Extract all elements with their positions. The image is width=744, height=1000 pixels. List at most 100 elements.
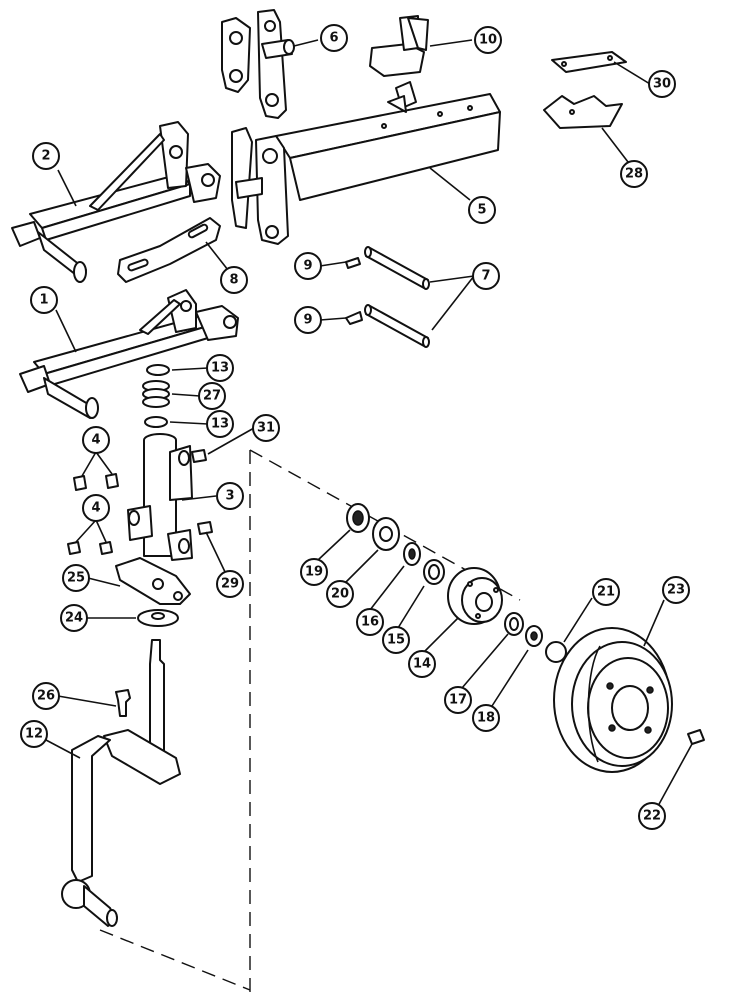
callout-c4b: 4 xyxy=(82,494,110,522)
callout-label: 28 xyxy=(625,167,643,182)
seal-19 xyxy=(346,503,370,533)
washer-13-top xyxy=(146,364,170,376)
hub-14 xyxy=(447,567,503,625)
callout-circle xyxy=(82,426,110,454)
callout-label: 8 xyxy=(229,273,238,288)
callout-label: 23 xyxy=(667,583,685,598)
callout-label: 3 xyxy=(225,489,234,504)
callout-circle xyxy=(82,494,110,522)
callout-c26: 26 xyxy=(32,682,60,710)
callout-circle xyxy=(472,704,500,732)
callout-circle xyxy=(356,608,384,636)
callout-label: 22 xyxy=(643,809,661,824)
callout-label: 5 xyxy=(477,203,486,218)
bracket-10 xyxy=(369,15,429,77)
callout-c22: 22 xyxy=(638,802,666,830)
plate-30 xyxy=(551,51,627,73)
spacer-20 xyxy=(372,517,400,551)
callout-label: 31 xyxy=(257,421,275,436)
callout-label: 10 xyxy=(479,33,497,48)
plate-bracket-28 xyxy=(543,95,623,129)
callout-c13b: 13 xyxy=(206,410,234,438)
callout-c14: 14 xyxy=(408,650,436,678)
callout-circle xyxy=(638,802,666,830)
callout-circle xyxy=(220,266,248,294)
callout-circle xyxy=(206,410,234,438)
callout-c24: 24 xyxy=(60,604,88,632)
callout-c8: 8 xyxy=(220,266,248,294)
bolt-26 xyxy=(115,689,131,717)
callout-circle xyxy=(198,382,226,410)
callout-circle xyxy=(32,682,60,710)
callout-circle xyxy=(30,286,58,314)
callout-circle xyxy=(32,142,60,170)
callout-circle xyxy=(326,580,354,608)
callout-circle xyxy=(408,650,436,678)
callout-circle xyxy=(20,720,48,748)
dust-cap-21 xyxy=(545,641,567,663)
kingpin-tube-3 xyxy=(127,433,193,561)
callout-label: 2 xyxy=(41,149,50,164)
callout-circle xyxy=(294,306,322,334)
pin-7a xyxy=(364,246,430,290)
bearing-cone-16 xyxy=(403,542,421,566)
grease-fitting-4b xyxy=(67,541,113,555)
callout-circle xyxy=(206,354,234,382)
callout-label: 9 xyxy=(303,313,312,328)
callout-circle xyxy=(300,558,328,586)
callout-c21: 21 xyxy=(592,578,620,606)
callout-circle xyxy=(472,262,500,290)
callout-circle xyxy=(60,604,88,632)
callout-c9a: 9 xyxy=(294,252,322,280)
callout-c19: 19 xyxy=(300,558,328,586)
link-plates-6 xyxy=(221,9,295,119)
leader-lines xyxy=(45,39,693,807)
grease-fitting-31 xyxy=(191,449,207,463)
callout-c16: 16 xyxy=(356,608,384,636)
callout-c20: 20 xyxy=(326,580,354,608)
callout-c5: 5 xyxy=(468,196,496,224)
callout-circle xyxy=(320,24,348,52)
callout-label: 17 xyxy=(449,693,467,708)
callout-circle xyxy=(648,70,676,98)
steering-plate-25 xyxy=(115,557,191,605)
callout-c13a: 13 xyxy=(206,354,234,382)
wheel-rim-23 xyxy=(553,627,673,773)
spring-27 xyxy=(142,380,170,408)
callout-label: 13 xyxy=(211,417,229,432)
callout-c29: 29 xyxy=(216,570,244,598)
callout-c25: 25 xyxy=(62,564,90,592)
callout-label: 12 xyxy=(25,727,43,742)
callout-c7: 7 xyxy=(472,262,500,290)
callout-c27: 27 xyxy=(198,382,226,410)
main-beam-5 xyxy=(231,81,501,245)
callout-c9b: 9 xyxy=(294,306,322,334)
callout-circle xyxy=(252,414,280,442)
callout-label: 16 xyxy=(361,615,379,630)
spindle-12 xyxy=(61,639,181,927)
collar-24 xyxy=(137,609,179,627)
callout-label: 4 xyxy=(91,501,100,516)
callout-label: 19 xyxy=(305,565,323,580)
callout-label: 30 xyxy=(653,77,671,92)
slotted-strap-8 xyxy=(117,217,221,283)
callout-circle xyxy=(444,686,472,714)
callout-circle xyxy=(216,570,244,598)
callout-c30: 30 xyxy=(648,70,676,98)
callout-circle xyxy=(468,196,496,224)
callout-c15: 15 xyxy=(382,626,410,654)
callout-c10: 10 xyxy=(474,26,502,54)
washer-13-bottom xyxy=(144,416,168,428)
cotter-pin-9a xyxy=(345,257,361,269)
callout-circle xyxy=(294,252,322,280)
callout-c4a: 4 xyxy=(82,426,110,454)
bearing-cup-17 xyxy=(504,612,524,636)
grease-fitting-4a xyxy=(73,473,119,491)
callout-label: 14 xyxy=(413,657,431,672)
callout-label: 13 xyxy=(211,361,229,376)
callout-circle xyxy=(474,26,502,54)
callout-c18: 18 xyxy=(472,704,500,732)
callout-label: 29 xyxy=(221,577,239,592)
callout-c31: 31 xyxy=(252,414,280,442)
